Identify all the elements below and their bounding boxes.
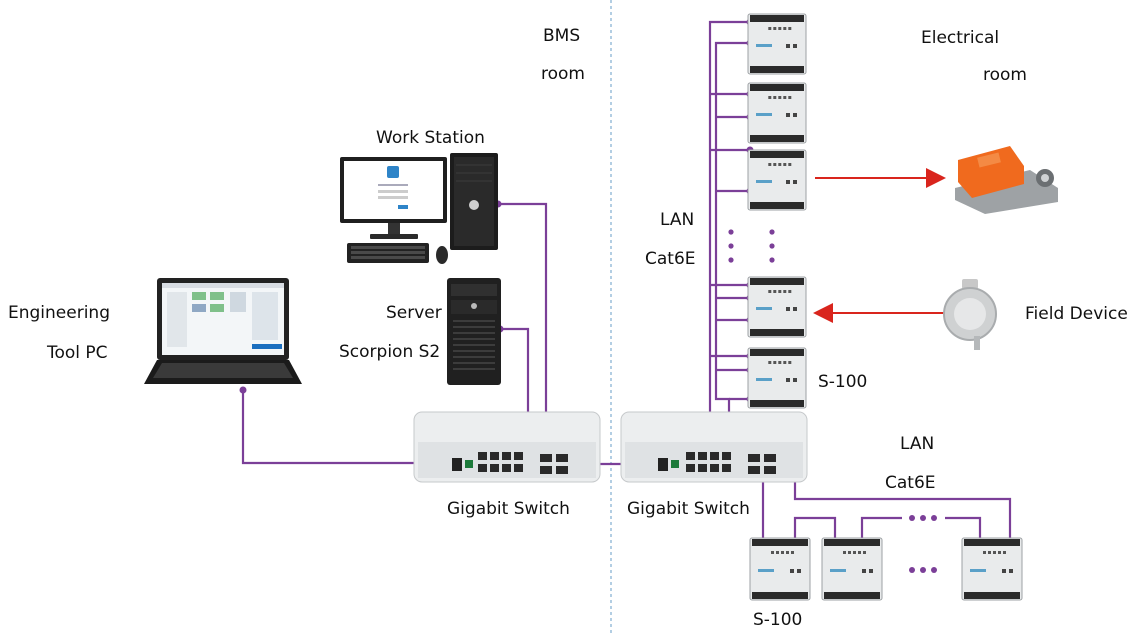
s100-module-icon xyxy=(747,149,807,211)
workstation-tower-icon xyxy=(450,153,498,250)
field-device-icon xyxy=(943,279,997,350)
cable-workstation-switch xyxy=(498,202,548,422)
actuator-icon xyxy=(955,146,1058,214)
cable-bus-left xyxy=(708,20,750,420)
cables xyxy=(241,20,1012,542)
cable-laptop-switch xyxy=(241,390,432,465)
s100-bottom-label: S-100 xyxy=(753,610,803,630)
s100-module-icon xyxy=(747,13,807,75)
work-station-label: Work Station xyxy=(376,128,485,148)
engineering-pc-label-line2: Tool PC xyxy=(47,343,108,363)
bms-room-label-line2: room xyxy=(541,64,585,84)
s100-module-icon xyxy=(749,537,811,601)
server-label-line1: Server xyxy=(386,303,442,323)
s100-module-icon xyxy=(747,347,807,409)
s100-module-icon xyxy=(747,276,807,338)
server-tower-icon xyxy=(447,278,501,385)
electrical-room-label-line2: room xyxy=(983,65,1027,85)
keyboard-icon xyxy=(347,243,448,264)
cable-bus-right xyxy=(714,41,750,420)
lan-upper-label-line1: LAN xyxy=(660,210,695,230)
gigabit-switch-right-icon xyxy=(620,411,808,483)
s100-controllers-row xyxy=(749,537,1023,601)
lan-lower-label-line1: LAN xyxy=(900,434,935,454)
laptop-icon xyxy=(144,278,302,384)
s100-module-icon xyxy=(821,537,883,601)
cable-server-switch xyxy=(500,327,530,422)
gigabit-switch-left-label: Gigabit Switch xyxy=(447,499,570,519)
electrical-room-label-line1: Electrical xyxy=(921,28,1000,48)
field-device-label: Field Device xyxy=(1025,304,1128,324)
continuation-dots xyxy=(728,229,937,573)
lan-lower-label-line2: Cat6E xyxy=(885,473,936,493)
lan-upper-label-line2: Cat6E xyxy=(645,249,696,269)
bms-room-label-line1: BMS xyxy=(543,26,581,46)
gigabit-switch-right-label: Gigabit Switch xyxy=(627,499,750,519)
server-label-line2: Scorpion S2 xyxy=(339,342,441,362)
s100-right-label: S-100 xyxy=(818,372,868,392)
s100-controllers-stack xyxy=(747,13,807,409)
monitor-icon xyxy=(340,157,447,239)
gigabit-switch-left-icon xyxy=(413,411,601,483)
s100-module-icon xyxy=(961,537,1023,601)
s100-module-icon xyxy=(747,82,807,144)
engineering-pc-label-line1: Engineering xyxy=(8,303,110,323)
